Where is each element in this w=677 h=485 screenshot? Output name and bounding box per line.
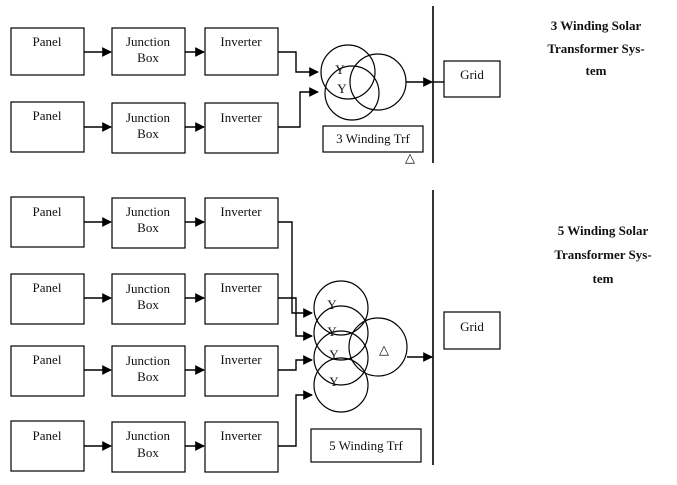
system-title-line1: 5 Winding Solar bbox=[558, 223, 649, 238]
inverter-label: Inverter bbox=[220, 428, 262, 443]
wye-symbol: Y bbox=[329, 374, 339, 389]
junction-label-line2: Box bbox=[137, 445, 159, 460]
junction-label-line2: Box bbox=[137, 220, 159, 235]
inverter-label: Inverter bbox=[220, 280, 262, 295]
panel-label: Panel bbox=[33, 428, 62, 443]
inverter-box bbox=[204, 273, 279, 325]
junction-label-line1: Junction bbox=[126, 281, 171, 296]
winding-circle bbox=[313, 357, 369, 413]
grid-box bbox=[443, 60, 501, 98]
wye-symbol: Y bbox=[327, 324, 337, 339]
panel-box bbox=[10, 420, 85, 472]
junction-box bbox=[111, 27, 186, 76]
junction-label-line1: Junction bbox=[126, 34, 171, 49]
junction-box bbox=[111, 197, 186, 249]
wye-symbol: Y bbox=[329, 347, 339, 362]
inverter-label: Inverter bbox=[220, 204, 262, 219]
junction-box bbox=[111, 421, 186, 473]
junction-box bbox=[111, 345, 186, 397]
panel-label: Panel bbox=[33, 108, 62, 123]
wye-symbol: Y bbox=[327, 297, 337, 312]
trf-label-box bbox=[322, 125, 424, 153]
system-title-line2: Transformer Sys- bbox=[554, 247, 651, 262]
winding-circle bbox=[313, 280, 369, 336]
system-title-line3: tem bbox=[586, 63, 607, 78]
inverter-label: Inverter bbox=[220, 110, 262, 125]
panel-label: Panel bbox=[33, 34, 62, 49]
inverter-box bbox=[204, 421, 279, 473]
junction-label-line1: Junction bbox=[126, 204, 171, 219]
delta-symbol: △ bbox=[379, 342, 389, 357]
panel-label: Panel bbox=[33, 204, 62, 219]
system-title-line3: tem bbox=[593, 271, 614, 286]
junction-label-line1: Junction bbox=[126, 428, 171, 443]
inverter-to-transformer-wire bbox=[278, 355, 313, 371]
grid-box bbox=[443, 311, 501, 350]
delta-symbol: △ bbox=[405, 150, 415, 165]
inverter-to-transformer-wire bbox=[278, 221, 313, 318]
inverter-label: Inverter bbox=[220, 352, 262, 367]
inverter-label: Inverter bbox=[220, 34, 262, 49]
junction-label-line2: Box bbox=[137, 50, 159, 65]
inverter-box bbox=[204, 27, 279, 76]
inverter-to-transformer-wire bbox=[278, 87, 319, 128]
grid-label: Grid bbox=[460, 67, 484, 82]
winding-circle bbox=[313, 305, 369, 361]
trf-label-box bbox=[310, 428, 422, 463]
wye-symbol: Y bbox=[335, 62, 345, 77]
winding-circle bbox=[324, 65, 380, 121]
junction-box bbox=[111, 102, 186, 154]
junction-label-line2: Box bbox=[137, 126, 159, 141]
trf-label: 5 Winding Trf bbox=[329, 438, 403, 453]
junction-label-line2: Box bbox=[137, 369, 159, 384]
trf-label: 3 Winding Trf bbox=[336, 131, 410, 146]
system-title-line2: Transformer Sys- bbox=[547, 41, 644, 56]
junction-label-line2: Box bbox=[137, 297, 159, 312]
panel-label: Panel bbox=[33, 280, 62, 295]
panel-box bbox=[10, 273, 85, 325]
three-winding-system: Panel Junction Box Inverter Panel Juncti… bbox=[10, 6, 645, 165]
junction-label-line1: Junction bbox=[126, 353, 171, 368]
panel-box bbox=[10, 196, 85, 248]
panel-box bbox=[10, 27, 85, 76]
inverter-box bbox=[204, 197, 279, 249]
junction-label-line1: Junction bbox=[126, 110, 171, 125]
system-title-line1: 3 Winding Solar bbox=[551, 18, 642, 33]
winding-circle bbox=[348, 317, 408, 377]
panel-label: Panel bbox=[33, 352, 62, 367]
inverter-box bbox=[204, 345, 279, 397]
grid-label: Grid bbox=[460, 319, 484, 334]
inverter-to-transformer-wire bbox=[278, 297, 313, 341]
winding-circle bbox=[320, 44, 376, 100]
five-winding-system: Panel Junction Box Inverter Panel Juncti… bbox=[10, 190, 652, 473]
inverter-box bbox=[204, 102, 279, 154]
inverter-to-transformer-wire bbox=[278, 390, 313, 447]
junction-box bbox=[111, 273, 186, 325]
panel-box bbox=[10, 101, 85, 153]
wye-symbol: Y bbox=[337, 81, 347, 96]
winding-circle bbox=[313, 330, 369, 386]
inverter-to-transformer-wire bbox=[278, 51, 319, 77]
panel-box bbox=[10, 345, 85, 397]
